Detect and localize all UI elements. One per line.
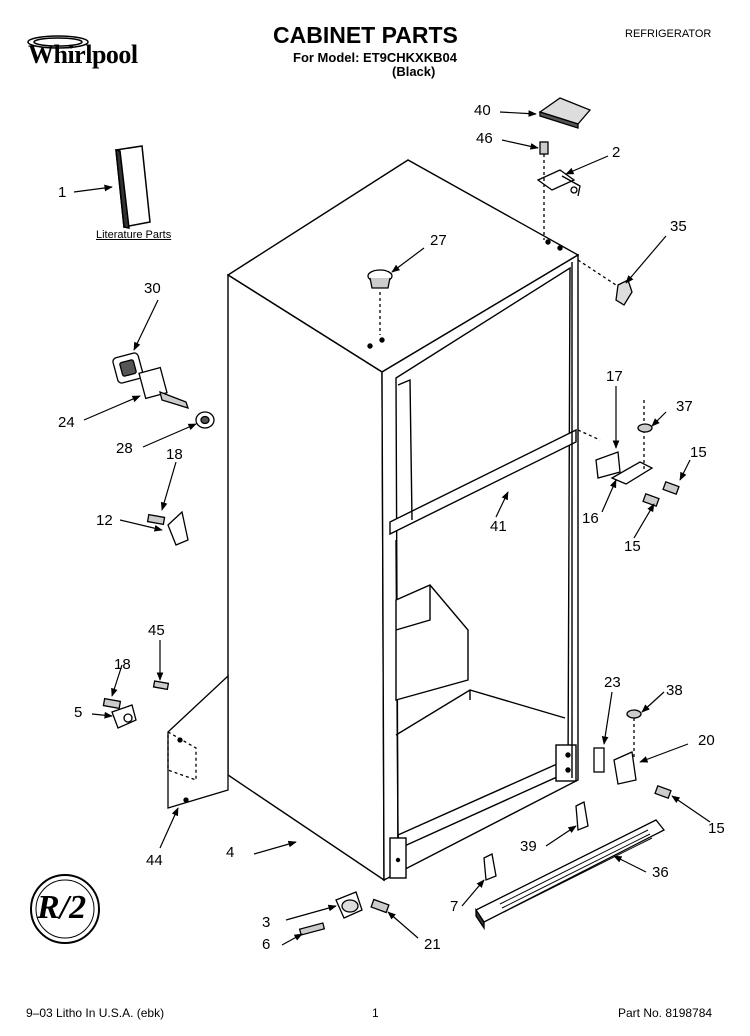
- callout-36: 36: [652, 864, 669, 881]
- callout-2: 2: [612, 144, 621, 161]
- callout-40: 40: [474, 102, 491, 119]
- hinge-part-35: [577, 259, 633, 306]
- callout-41: 41: [490, 518, 507, 535]
- logo-swoosh: [27, 35, 89, 49]
- callout-30: 30: [144, 280, 161, 297]
- callout-24: 24: [58, 414, 75, 431]
- r2-logo-mark: [30, 874, 100, 944]
- callout-35: 35: [670, 218, 687, 235]
- toe-grille-36: [475, 819, 666, 931]
- lower-left-hinge-parts: [102, 674, 229, 809]
- category-label: REFRIGERATOR: [625, 28, 712, 40]
- lower-right-hinge-parts: [593, 709, 672, 799]
- footer-litho: 9–03 Litho In U.S.A. (ebk): [26, 1006, 165, 1020]
- callout-1: 1: [58, 184, 67, 201]
- footer-part-number: Part No. 8198784: [618, 1006, 713, 1020]
- middle-hinge-parts: [577, 400, 680, 507]
- footer-page-number: 1: [372, 1006, 379, 1020]
- callout-21: 21: [424, 936, 441, 953]
- callout-16: 16: [582, 510, 599, 527]
- leveling-parts-3-6-21: [298, 891, 390, 936]
- callout-7: 7: [450, 898, 459, 915]
- callout-15-middle: 15: [624, 538, 641, 555]
- callout-17: 17: [606, 368, 623, 385]
- literature-book: [115, 145, 151, 229]
- top-hinge-2: [536, 141, 581, 240]
- callout-38: 38: [666, 682, 683, 699]
- callout-39: 39: [520, 838, 537, 855]
- callout-44: 44: [146, 852, 163, 869]
- callout-4: 4: [226, 844, 235, 861]
- callout-18-bottom: 18: [114, 656, 131, 673]
- callout-15-upper: 15: [690, 444, 707, 461]
- callout-5: 5: [74, 704, 83, 721]
- callout-46: 46: [476, 130, 493, 147]
- callout-15-lower: 15: [708, 820, 725, 837]
- model-line: For Model: ET9CHKXKB04: [293, 50, 457, 65]
- page-title: CABINET PARTS: [273, 22, 458, 48]
- clips-39-7: [483, 801, 589, 881]
- callout-37: 37: [676, 398, 693, 415]
- callout-3: 3: [262, 914, 271, 931]
- color-line: (Black): [392, 64, 436, 79]
- callout-20: 20: [698, 732, 715, 749]
- parts-30-24-28: [112, 352, 215, 429]
- callout-28: 28: [116, 440, 133, 457]
- callout-27: 27: [430, 232, 447, 249]
- literature-parts-label: Literature Parts: [96, 229, 172, 241]
- hinge-cover-40: [538, 97, 592, 129]
- callout-6: 6: [262, 936, 271, 953]
- callout-23: 23: [604, 674, 621, 691]
- r2-logo-text: R/2: [37, 889, 87, 926]
- callout-leaders: [73, 110, 711, 946]
- callout-12: 12: [96, 512, 113, 529]
- refrigerator-cabinet: [226, 159, 580, 882]
- callout-18-top: 18: [166, 446, 183, 463]
- callout-45: 45: [148, 622, 165, 639]
- plug-button-27: [367, 269, 393, 335]
- bracket-12: [146, 510, 189, 546]
